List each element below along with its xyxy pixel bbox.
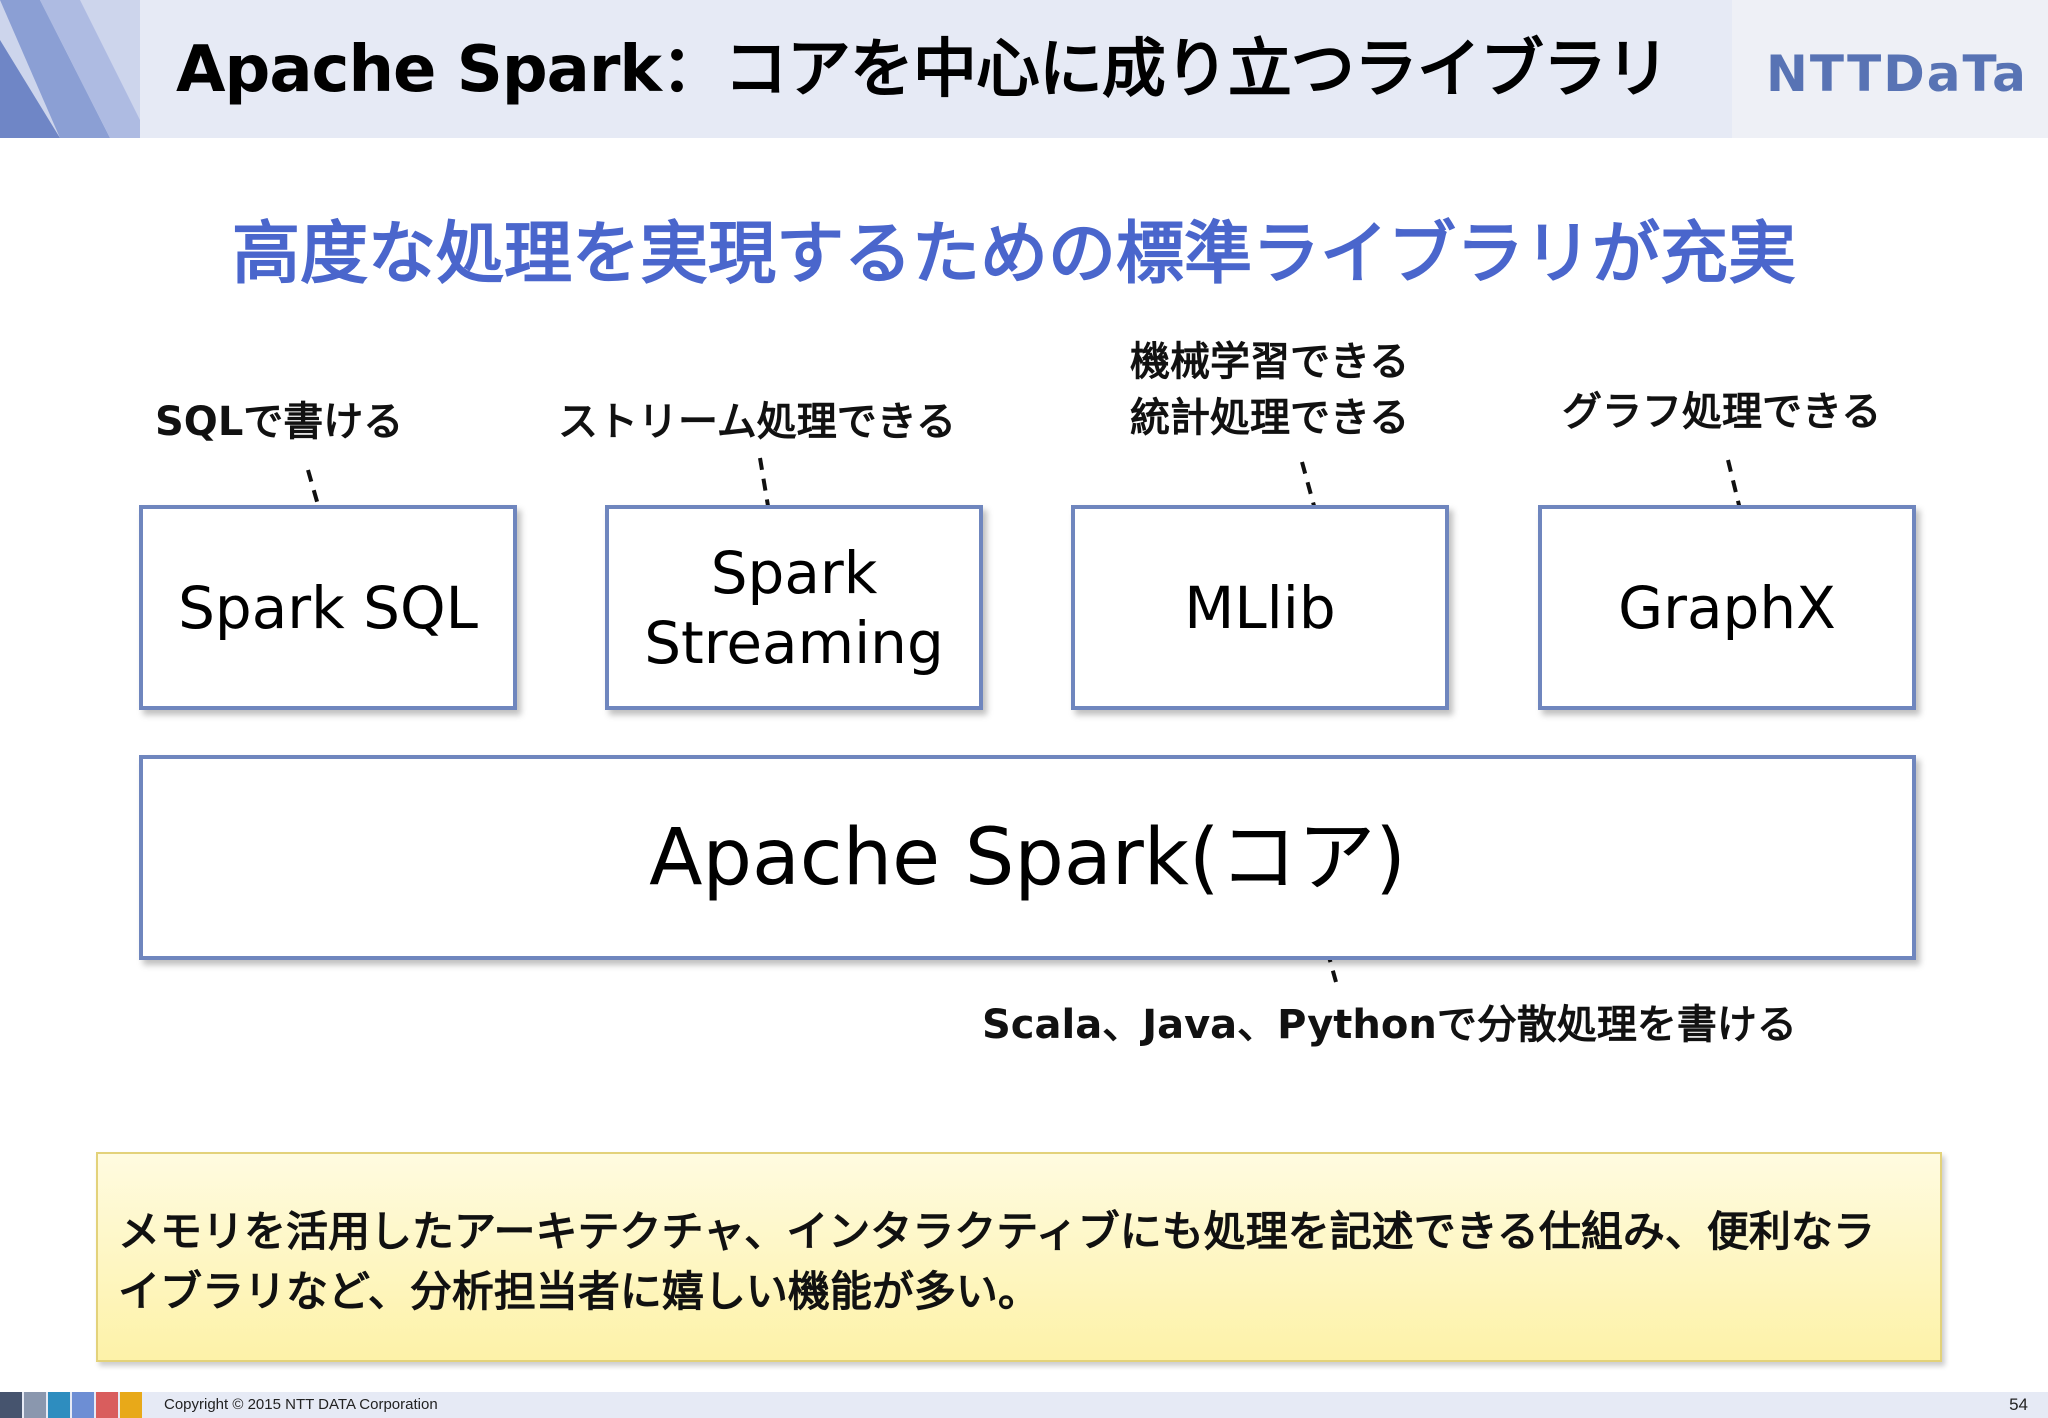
box-label-graphx: GraphX xyxy=(1618,573,1836,642)
company-logo: NTTDaTa xyxy=(1766,45,2028,103)
header-decoration xyxy=(0,0,140,138)
page-number: 54 xyxy=(2009,1395,2028,1414)
box-mllib: MLlib xyxy=(1071,505,1449,710)
slide-title: Apache Spark：コアを中心に成り立つライブラリ xyxy=(176,33,1670,107)
annotation-graphx: グラフ処理できる xyxy=(1562,389,1882,435)
footer-swatch xyxy=(0,1392,22,1418)
logo-panel xyxy=(1732,0,2048,138)
annotation-spark-sql: SQLで書ける xyxy=(155,399,404,445)
footer-bar xyxy=(0,1392,2048,1418)
footer-swatch xyxy=(48,1392,70,1418)
box-label-spark-core: Apache Spark(コア) xyxy=(649,812,1406,903)
annotation-spark-streaming: ストリーム処理できる xyxy=(558,399,956,445)
box-spark-core: Apache Spark(コア) xyxy=(139,755,1916,960)
box-graphx: GraphX xyxy=(1538,505,1916,710)
annotation-spark-core: Scala、Java、Pythonで分散処理を書ける xyxy=(982,1002,1797,1048)
summary-note-box: メモリを活用したアーキテクチャ、インタラクティブにも処理を記述できる仕組み、便利… xyxy=(96,1152,1942,1362)
footer-swatch xyxy=(120,1392,142,1418)
summary-note-text: メモリを活用したアーキテクチャ、インタラクティブにも処理を記述できる仕組み、便利… xyxy=(118,1207,1875,1316)
box-label-mllib: MLlib xyxy=(1184,573,1336,642)
footer-swatch xyxy=(24,1392,46,1418)
slide-subtitle: 高度な処理を実現するための標準ライブラリが充実 xyxy=(231,215,1796,294)
copyright-text: Copyright © 2015 NTT DATA Corporation xyxy=(164,1396,438,1413)
footer-swatch xyxy=(96,1392,118,1418)
footer-swatch xyxy=(72,1392,94,1418)
box-spark-sql: Spark SQL xyxy=(139,505,517,710)
annotation-mllib: 機械学習できる 統計処理できる xyxy=(1130,339,1410,441)
box-spark-streaming: Spark Streaming xyxy=(605,505,983,710)
box-label-spark-sql: Spark SQL xyxy=(178,573,478,642)
header-bar: Apache Spark：コアを中心に成り立つライブラリ NTTDaTa xyxy=(0,0,2048,138)
box-label-spark-streaming: Spark Streaming xyxy=(644,538,944,677)
